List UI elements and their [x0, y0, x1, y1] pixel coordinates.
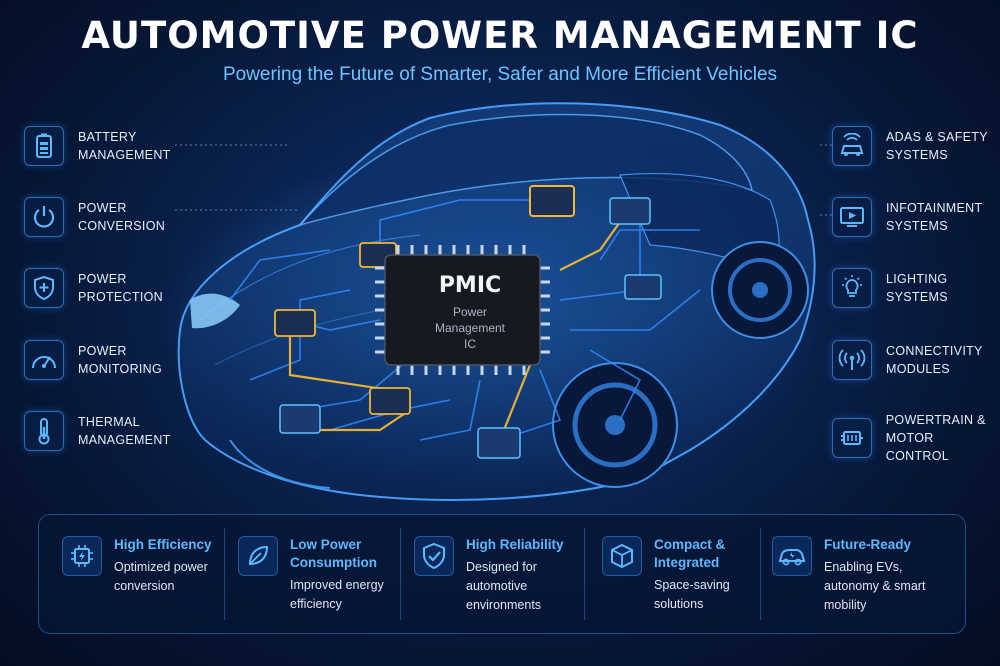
feature-battery-management: BATTERY MANAGEMENT [24, 126, 171, 166]
car-radar-icon [832, 126, 872, 166]
benefit-desc-line2: autonomy & smart [824, 579, 926, 593]
feature-label-line1: ADAS & SAFETY [886, 130, 988, 144]
benefit-desc-line1: Improved energy [290, 578, 384, 592]
benefit-desc-line1: Optimized power [114, 560, 208, 574]
shield-icon [24, 268, 64, 308]
feature-label-line2: MANAGEMENT [78, 433, 171, 447]
benefit-title-line1: Future-Ready [824, 537, 912, 552]
feature-power-protection: POWER PROTECTION [24, 268, 163, 308]
benefit-title-line1: High Reliability [466, 537, 564, 552]
benefit-desc-line2: efficiency [290, 597, 342, 611]
chip-name: PMIC [439, 273, 501, 298]
benefit-title-line1: High Efficiency [114, 537, 212, 552]
divider [400, 528, 401, 620]
feature-label-line2: SYSTEMS [886, 148, 948, 162]
ev-car-icon [772, 536, 812, 576]
benefit-title-line1: Low Power [290, 537, 362, 552]
chip-line1: Power [453, 305, 487, 319]
feature-label-line2: PROTECTION [78, 290, 163, 304]
feature-adas-safety: ADAS & SAFETY SYSTEMS [832, 126, 988, 166]
feature-label-line1: INFOTAINMENT [886, 201, 983, 215]
divider [760, 528, 761, 620]
modules [274, 185, 662, 459]
page-subtitle: Powering the Future of Smarter, Safer an… [222, 64, 778, 85]
gauge-icon [24, 340, 64, 380]
benefit-desc-line2: conversion [114, 579, 175, 593]
screen-play-icon [832, 197, 872, 237]
shield-check-icon [414, 536, 454, 576]
rear-wheel [711, 241, 809, 339]
feature-label-line2: SYSTEMS [886, 290, 948, 304]
benefit-desc-line1: Space-saving [654, 578, 730, 592]
page-title: AUTOMOTIVE POWER MANAGEMENT IC [81, 14, 919, 57]
benefit-desc-line1: Enabling EVs, [824, 560, 903, 574]
feature-label-line2: MOTOR CONTROL [885, 431, 950, 463]
feature-label-line2: MONITORING [78, 362, 163, 376]
feature-label-line1: CONNECTIVITY [886, 344, 983, 358]
divider [584, 528, 585, 620]
feature-label-line1: POWER [78, 272, 127, 286]
chip-line3: IC [464, 337, 476, 351]
benefit-desc-line1: Designed for [466, 560, 537, 574]
feature-powertrain: POWERTRAIN & MOTOR CONTROL [832, 411, 1000, 465]
benefit-title-line2: Integrated [654, 555, 720, 570]
chip-icon [62, 536, 102, 576]
feature-label-line1: LIGHTING [886, 272, 948, 286]
chip-line2: Management [435, 321, 506, 335]
feature-label-line1: POWER [78, 201, 127, 215]
divider [224, 528, 225, 620]
feature-label-line1: POWER [78, 344, 127, 358]
feature-label-line2: MANAGEMENT [78, 148, 171, 162]
antenna-icon [832, 340, 872, 380]
benefit-desc-line2: solutions [654, 597, 704, 611]
engine-icon [832, 418, 872, 458]
benefit-title-line1: Compact & [654, 537, 726, 552]
front-wheel [552, 362, 678, 488]
headlight [190, 293, 240, 329]
power-icon [24, 197, 64, 237]
pmic-chip: PMIC Power Management IC [375, 245, 550, 375]
feature-lighting: LIGHTING SYSTEMS [832, 268, 948, 308]
feature-label-line1: THERMAL [78, 415, 140, 429]
feature-infotainment: INFOTAINMENT SYSTEMS [832, 197, 982, 237]
benefit-desc-line3: environments [466, 598, 542, 612]
feature-label-line2: CONVERSION [78, 219, 166, 233]
battery-icon [24, 126, 64, 166]
feature-label-line1: POWERTRAIN & [885, 413, 986, 427]
cube-icon [602, 536, 642, 576]
benefits-panel [38, 514, 966, 634]
bulb-icon [832, 268, 872, 308]
feature-power-conversion: POWER CONVERSION [24, 197, 165, 237]
benefit-desc-line2: automotive [466, 579, 528, 593]
feature-thermal-management: THERMAL MANAGEMENT [24, 411, 171, 451]
benefit-desc-line3: mobility [824, 598, 867, 612]
feature-connectivity: CONNECTIVITY MODULES [832, 340, 983, 380]
feature-power-monitoring: POWER MONITORING [24, 340, 162, 380]
feature-label-line2: SYSTEMS [886, 219, 948, 233]
benefit-title-line2: Consumption [290, 555, 377, 570]
feature-label-line2: MODULES [886, 362, 950, 376]
thermometer-icon [24, 411, 64, 451]
front-left-wheel [229, 439, 331, 489]
leaf-icon [238, 536, 278, 576]
windshield [297, 113, 753, 227]
feature-label-line1: BATTERY [78, 130, 137, 144]
